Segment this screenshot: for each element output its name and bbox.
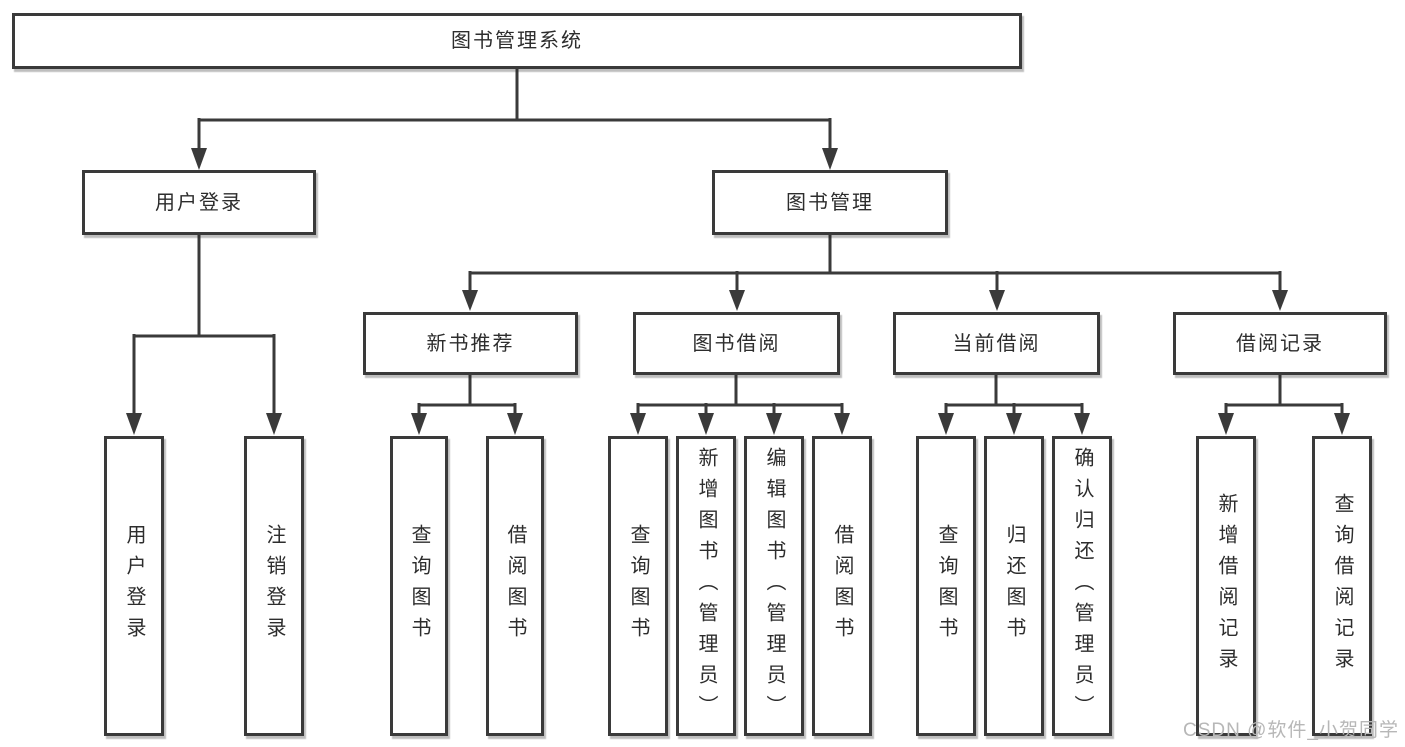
connector-user-login-children xyxy=(126,235,282,435)
leaf-user-login: 用户登录 xyxy=(104,436,164,736)
node-new-book-recommend-label: 新书推荐 xyxy=(426,332,515,355)
leaf-borrow-book-2: 借阅图书 xyxy=(812,436,872,736)
node-user-login-label: 用户登录 xyxy=(155,191,243,214)
leaf-return-book: 归还图书 xyxy=(984,436,1044,736)
leaf-add-book-admin: 新增图书（管理员） xyxy=(676,436,736,736)
leaf-query-book-2-label: 查询图书 xyxy=(627,524,649,648)
node-user-login: 用户登录 xyxy=(82,170,316,235)
node-new-book-recommend: 新书推荐 xyxy=(363,312,578,375)
leaf-edit-book-admin: 编辑图书（管理员） xyxy=(744,436,804,736)
node-book-management-label: 图书管理 xyxy=(786,191,874,214)
leaf-borrow-book-1-label: 借阅图书 xyxy=(504,524,526,648)
connector-new-book-recommend-children xyxy=(411,375,523,435)
leaf-add-borrow-record-label: 新增借阅记录 xyxy=(1215,493,1237,679)
node-book-management: 图书管理 xyxy=(712,170,948,235)
leaf-query-book-3-label: 查询图书 xyxy=(935,524,957,648)
connector-current-borrowing-children xyxy=(938,375,1090,435)
leaf-logout-login-label: 注销登录 xyxy=(263,524,285,648)
leaf-borrow-book-2-label: 借阅图书 xyxy=(831,524,853,648)
node-current-borrowing-label: 当前借阅 xyxy=(952,332,1041,355)
leaf-user-login-label: 用户登录 xyxy=(123,524,145,648)
leaf-add-borrow-record: 新增借阅记录 xyxy=(1196,436,1256,736)
node-borrowing-records: 借阅记录 xyxy=(1173,312,1387,375)
leaf-query-borrow-record: 查询借阅记录 xyxy=(1312,436,1372,736)
leaf-add-book-admin-label: 新增图书（管理员） xyxy=(695,446,717,726)
connector-root-to-level2 xyxy=(191,69,838,170)
leaf-confirm-return-admin: 确认归还（管理员） xyxy=(1052,436,1112,736)
node-book-borrowing-label: 图书借阅 xyxy=(692,332,781,355)
node-borrowing-records-label: 借阅记录 xyxy=(1236,332,1324,355)
leaf-query-book-2: 查询图书 xyxy=(608,436,668,736)
leaf-confirm-return-admin-label: 确认归还（管理员） xyxy=(1071,446,1093,726)
csdn-watermark: CSDN @软件_小贺同学 xyxy=(1183,720,1399,741)
leaf-query-book-1-label: 查询图书 xyxy=(408,524,430,648)
leaf-edit-book-admin-label: 编辑图书（管理员） xyxy=(763,446,785,726)
connector-book-borrowing-children xyxy=(630,375,850,435)
leaf-query-book-1: 查询图书 xyxy=(390,436,448,736)
connector-book-management-children xyxy=(462,235,1288,311)
node-root-label: 图书管理系统 xyxy=(451,30,583,52)
node-book-borrowing: 图书借阅 xyxy=(633,312,840,375)
leaf-query-borrow-record-label: 查询借阅记录 xyxy=(1331,493,1353,679)
leaf-logout-login: 注销登录 xyxy=(244,436,304,736)
connector-borrowing-records-children xyxy=(1218,375,1350,435)
node-root: 图书管理系统 xyxy=(12,13,1022,69)
leaf-borrow-book-1: 借阅图书 xyxy=(486,436,544,736)
node-current-borrowing: 当前借阅 xyxy=(893,312,1100,375)
leaf-query-book-3: 查询图书 xyxy=(916,436,976,736)
leaf-return-book-label: 归还图书 xyxy=(1003,524,1025,648)
